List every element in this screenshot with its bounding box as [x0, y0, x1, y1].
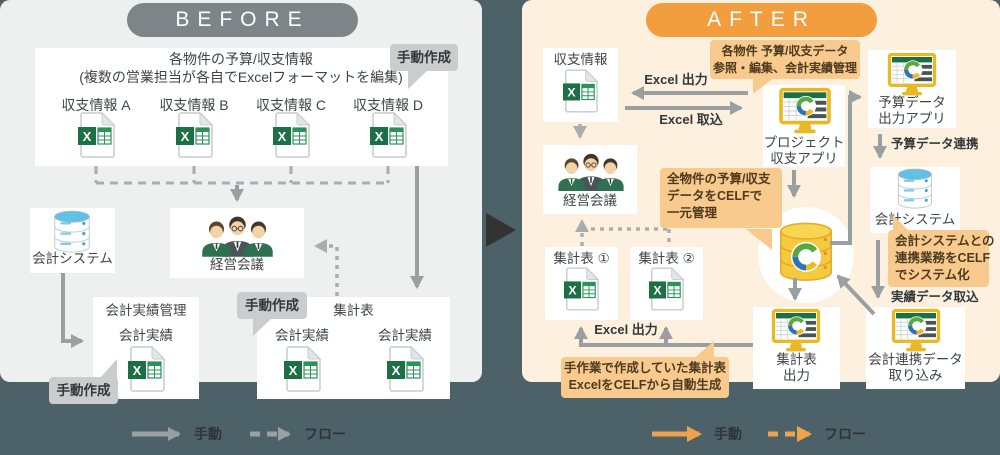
after-summary2-label: 集計表 ② [638, 251, 695, 266]
before-summary-file1-label: 会計実績 [275, 328, 329, 343]
before-after-arrow-icon [486, 213, 516, 247]
system-link-bubble: 会計システムとの 連携業務をCELF でシステム化 [888, 230, 995, 287]
before-summary-title: 集計表 [333, 303, 374, 318]
budget-link-label: 予算データ連携 [891, 137, 979, 151]
before-actual-file-label: 会計実績 [119, 328, 173, 343]
acc-import-label-1: 会計連携データ [868, 352, 963, 367]
excel-file-icon [77, 112, 115, 158]
excel-out-bottom-label: Excel 出力 [594, 322, 658, 337]
central-mgmt-bubble-line3: 一元管理 [667, 206, 718, 220]
excel-file-icon [648, 267, 684, 311]
system-link-bubble-line3: でシステム化 [895, 268, 970, 282]
celf-app-icon [887, 52, 937, 97]
before-legend-flow-label: フロー [304, 426, 346, 442]
actual-import-label: 実績データ取込 [891, 290, 979, 304]
celf-app-icon [891, 308, 941, 353]
before-tab: BEFORE [127, 3, 358, 37]
before-file-d-label: 収支情報 D [353, 97, 423, 113]
database-icon [50, 210, 94, 254]
manual-creation-bubble: 手動作成 [49, 377, 118, 404]
before-source-title-line1: 各物件の予算/収支情報 [169, 51, 313, 67]
after-accounting-system-label: 会計システム [874, 212, 956, 227]
excel-out-top-label: Excel 出力 [644, 72, 708, 87]
central-mgmt-bubble-line2: データをCELFで [667, 189, 763, 203]
manual-creation-bubble: 手動作成 [390, 44, 458, 71]
project-app-label-2: 収支アプリ [770, 151, 838, 166]
central-mgmt-bubble: 全物件の予算/収支 データをCELFで 一元管理 [660, 168, 782, 228]
meeting-people-icon [200, 210, 275, 257]
system-link-bubble-line2: 連携業務をCELF [895, 251, 991, 265]
auto-generate-bubble-line2: ExcelをCELFから自動生成 [568, 378, 722, 392]
summary-out-label-2: 出力 [783, 368, 810, 383]
database-icon [893, 168, 937, 210]
after-income-label: 収支情報 [553, 52, 608, 67]
before-file-b-label: 収支情報 B [159, 97, 229, 113]
before-summary-file2-label: 会計実績 [378, 328, 432, 343]
project-app-label-1: プロジェクト [763, 135, 845, 150]
after-tab: AFTER [646, 3, 877, 37]
after-legend-flow-label: フロー [824, 426, 866, 442]
budget-app-label-2: 出力アプリ [878, 111, 946, 126]
summary-out-label-1: 集計表 [776, 352, 817, 367]
excel-file-icon [272, 112, 310, 158]
before-actual-mgmt-title: 会計実績管理 [105, 303, 187, 318]
before-meeting-label: 経営会議 [210, 257, 264, 272]
auto-generate-bubble-line1: 手作業で作成していた集計表 [563, 361, 727, 375]
excel-file-icon [369, 112, 407, 158]
before-file-c-label: 収支情報 C [256, 97, 326, 113]
central-mgmt-bubble-line1: 全物件の予算/収支 [667, 172, 771, 186]
before-accounting-system-label: 会計システム [32, 251, 113, 266]
after-summary1-label: 集計表 ① [553, 251, 610, 266]
excel-file-icon [283, 346, 321, 392]
system-link-bubble-line1: 会計システムとの [895, 234, 995, 248]
before-file-a-label: 収支情報 A [61, 97, 131, 113]
excel-file-icon [563, 267, 599, 311]
excel-file-icon [127, 346, 165, 392]
acc-import-label-2: 取り込み [888, 368, 943, 383]
auto-generate-bubble: 手作業で作成していた集計表 ExcelをCELFから自動生成 [561, 357, 729, 398]
excel-file-icon [175, 112, 213, 158]
after-legend-manual-label: 手動 [714, 426, 742, 442]
edit-manage-bubble-line2: 参照・編集、会計実績管理 [712, 61, 857, 75]
manual-creation-bubble: 手動作成 [237, 292, 307, 319]
before-legend-manual-label: 手動 [194, 426, 222, 442]
excel-file-icon [386, 346, 424, 392]
celf-app-icon [778, 87, 832, 135]
before-source-title-line2: (複数の営業担当が各自でExcelフォーマットを編集) [79, 69, 403, 85]
after-meeting-label: 経営会議 [563, 193, 617, 208]
celf-database-icon [775, 221, 837, 285]
meeting-people-icon [556, 148, 626, 191]
edit-manage-bubble-line1: 各物件 予算/収支データ [721, 44, 849, 58]
celf-app-icon [771, 308, 821, 353]
budget-app-label-1: 予算データ [878, 95, 946, 110]
excel-file-icon [562, 69, 598, 113]
edit-manage-bubble: 各物件 予算/収支データ 参照・編集、会計実績管理 [710, 40, 860, 79]
excel-in-label: Excel 取込 [659, 112, 723, 127]
